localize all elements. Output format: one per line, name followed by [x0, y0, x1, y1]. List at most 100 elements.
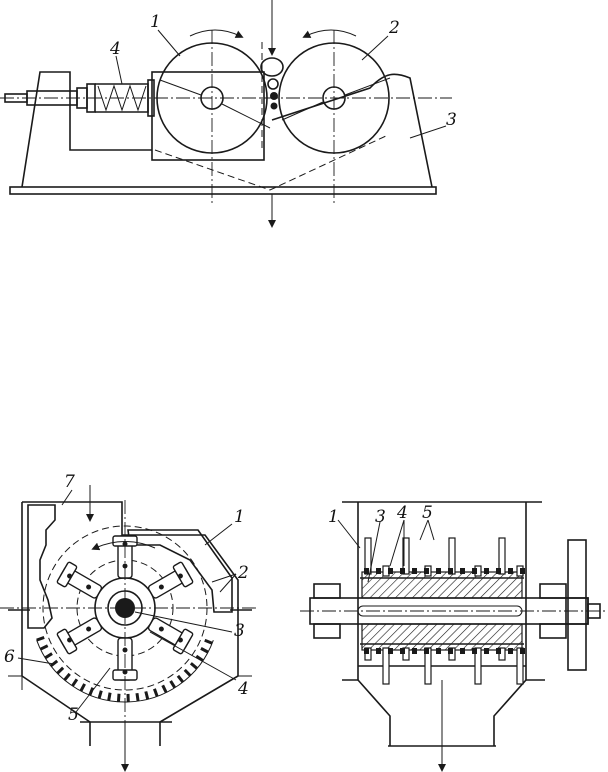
leader-1	[337, 519, 361, 549]
spacer	[448, 568, 453, 574]
bearing-right-bottom	[539, 623, 567, 639]
spacer	[376, 648, 381, 654]
grate-tooth	[153, 688, 159, 697]
leader-2a	[211, 573, 237, 583]
grate-tooth	[200, 647, 209, 654]
spacer	[460, 568, 465, 574]
spacer	[388, 648, 393, 654]
spacer	[424, 648, 429, 654]
spacer	[484, 568, 489, 574]
leader-1	[157, 29, 181, 57]
grate-tooth	[169, 680, 177, 689]
hammer-crusher-longitudinal-figure: 1 3 4 5	[300, 501, 608, 772]
leader-2	[361, 35, 389, 61]
grate-tooth	[63, 672, 71, 681]
disc-stack-lower	[361, 623, 523, 651]
spacer	[520, 648, 525, 654]
breaker-plate	[127, 529, 233, 613]
leader-2b	[219, 573, 237, 593]
grate-tooth	[144, 691, 150, 700]
hammers	[56, 535, 194, 681]
hammer-pin	[67, 637, 73, 643]
material-lump	[260, 57, 284, 77]
feet	[8, 675, 252, 690]
hammer-pin	[177, 637, 183, 643]
grate-tooth	[135, 692, 140, 702]
label-breaker-plates: 2	[237, 563, 249, 583]
grate-tooth	[204, 638, 213, 645]
rotation-arrow-right	[302, 29, 357, 38]
grate-tooth	[97, 690, 103, 699]
leader-3	[367, 521, 381, 583]
rotor-assembly	[360, 537, 525, 685]
leader-4	[115, 55, 123, 85]
label-shaft: 3	[234, 621, 245, 641]
grate-tooth	[176, 674, 185, 683]
grate-tooth	[107, 692, 112, 701]
hammer-pin	[67, 573, 73, 579]
rotation-arrow	[91, 541, 156, 551]
spacer	[472, 648, 477, 654]
roll-right-spokes	[281, 77, 391, 121]
label-grate: 6	[4, 647, 15, 667]
hammer-pin	[158, 626, 164, 632]
grate-tooth	[56, 666, 65, 675]
grate-tooth	[195, 654, 204, 662]
spacer	[472, 568, 477, 574]
bearing-left-top	[313, 583, 341, 599]
label-housing: 1	[328, 507, 339, 527]
grate-tooth	[183, 668, 192, 677]
spacer	[424, 568, 429, 574]
spacer	[436, 648, 441, 654]
spacer	[412, 568, 417, 574]
leader-5a	[419, 519, 429, 541]
spacer	[364, 648, 369, 654]
hammer	[147, 561, 194, 599]
grate-tooth	[44, 652, 53, 660]
spacer	[436, 568, 441, 574]
material-piece	[270, 92, 278, 100]
hammer-pin	[86, 626, 92, 632]
housing-walls	[357, 502, 527, 680]
leader-1	[204, 523, 233, 546]
grate-tooth	[189, 662, 198, 670]
grate-tooth	[71, 678, 79, 687]
bearing-left-bottom	[313, 623, 341, 639]
spacer	[376, 568, 381, 574]
bearing-housing	[151, 71, 265, 161]
spacer	[448, 648, 453, 654]
grate-tooth	[50, 659, 59, 668]
leader-3	[134, 611, 233, 633]
spacer	[460, 648, 465, 654]
grate-tooth	[79, 683, 86, 692]
hammer-pin	[86, 584, 92, 590]
spacer	[400, 648, 405, 654]
leader-3	[409, 125, 447, 139]
label-hammer: 5	[68, 705, 79, 725]
spacer	[520, 568, 525, 574]
label-roll-right: 2	[388, 18, 400, 38]
hammer	[56, 617, 103, 655]
material-piece	[270, 102, 278, 110]
label-roll: 1	[150, 12, 161, 32]
hammer-crusher-section-figure: 7 1 2 3 4 5 6	[0, 472, 258, 772]
spacer	[496, 648, 501, 654]
shaft-section	[115, 598, 135, 618]
spacer	[508, 648, 513, 654]
label-disc: 4	[237, 679, 249, 699]
spring	[97, 84, 147, 112]
hammer-pin	[177, 573, 183, 579]
lower-housing	[21, 610, 239, 746]
label-hammers: 5	[422, 503, 433, 523]
flywheel	[567, 539, 587, 671]
liner-left	[27, 504, 56, 629]
hammer	[56, 561, 103, 599]
discharge-outline	[154, 134, 389, 191]
leader-7	[61, 489, 73, 506]
base-plate	[9, 186, 437, 195]
spacer	[364, 568, 369, 574]
spacer	[496, 568, 501, 574]
bearing-right-top	[539, 583, 567, 599]
material-piece	[267, 78, 279, 90]
